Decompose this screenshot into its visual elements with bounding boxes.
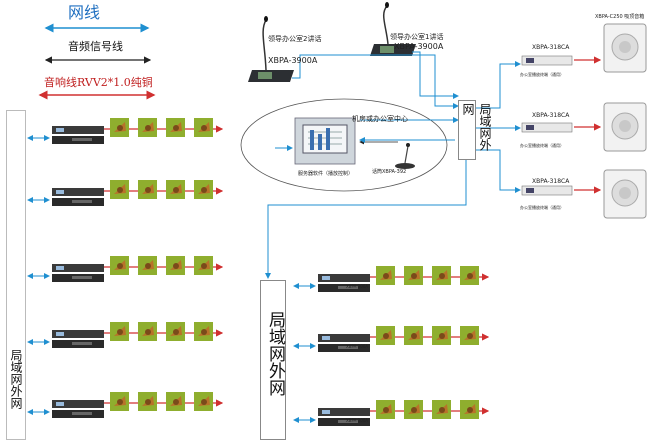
terminal2-model: XBPA-318CA xyxy=(532,112,570,119)
left-horn-speaker xyxy=(138,322,157,341)
mic-caption: 话筒XBPA-392 xyxy=(372,169,407,175)
left-zone-row xyxy=(27,392,224,418)
terminal-2 xyxy=(521,122,573,133)
right-horn-speaker xyxy=(376,400,395,419)
left-horn-speaker xyxy=(166,322,185,341)
right-horn-speaker xyxy=(404,266,423,285)
left-horn-speaker xyxy=(194,256,213,275)
terminal2-caption: 办公室播放终端（通用） xyxy=(520,143,564,148)
right-horn-speaker xyxy=(460,326,479,345)
lan-box-left-label: 局域网外网 xyxy=(9,349,23,409)
left-horn-speaker xyxy=(166,118,185,137)
right-horn-speaker xyxy=(460,400,479,419)
left-horn-speaker xyxy=(194,322,213,341)
right-horn-speaker xyxy=(432,266,451,285)
mic1-model: XBPA-3900A xyxy=(268,56,318,65)
terminal3-model: XBPA-318CA xyxy=(532,178,570,185)
left-horn-speaker xyxy=(194,118,213,137)
terminal1-model: XBPA-318CA xyxy=(532,44,570,51)
legend: 网线 音频信号线 音响线RVV2*1.0纯铜 xyxy=(38,3,156,100)
left-zone-row xyxy=(27,322,224,348)
left-horn-speaker xyxy=(110,118,129,137)
ceiling-speaker-label: XBPA-C250 吸顶音箱 xyxy=(595,14,645,20)
right-zone-row xyxy=(293,266,490,292)
left-horn-speaker xyxy=(194,180,213,199)
lan-box-center-label: 局域网外网 xyxy=(461,103,492,151)
left-horn-speaker xyxy=(194,392,213,411)
right-horn-speaker xyxy=(404,400,423,419)
left-horn-speaker xyxy=(166,256,185,275)
mic2-label: 领导办公室1讲话 xyxy=(390,33,444,41)
lan-box-left: 局域网外网 xyxy=(6,110,26,440)
server-caption: 服务器软件（播放控制） xyxy=(298,171,354,177)
right-zone-2-amp-label: XBPA-200A xyxy=(346,344,369,349)
left-zone-row xyxy=(27,256,224,282)
left-zone-group xyxy=(27,118,224,418)
ceiling-speaker-3 xyxy=(603,169,647,219)
left-horn-speaker xyxy=(138,118,157,137)
left-horn-speaker xyxy=(110,322,129,341)
right-zone-3-amp-label: XBPA-200A xyxy=(346,418,369,423)
ceiling-speaker-2 xyxy=(603,102,647,152)
right-zone-row xyxy=(293,326,490,352)
right-horn-speaker xyxy=(432,400,451,419)
right-horn-speaker xyxy=(460,266,479,285)
left-horn-speaker xyxy=(110,392,129,411)
mic-station-2 xyxy=(370,2,416,56)
legend-audio-label: 音频信号线 xyxy=(68,39,123,53)
right-horn-speaker xyxy=(376,326,395,345)
legend-network-label: 网线 xyxy=(68,3,100,22)
lan-box-lower-label: 局域网外网 xyxy=(265,311,285,396)
terminal3-caption: 办公室播放终端（通用） xyxy=(520,205,564,210)
terminal-1 xyxy=(521,55,573,66)
left-horn-speaker xyxy=(138,392,157,411)
left-horn-speaker xyxy=(166,180,185,199)
right-zone-1-amp-label: XBPA-200A xyxy=(346,284,369,289)
lan-box-center: 局域网外网 xyxy=(458,100,492,160)
legend-speaker-label: 音响线RVV2*1.0纯铜 xyxy=(44,75,153,89)
terminal-3 xyxy=(521,185,573,196)
right-horn-speaker xyxy=(404,326,423,345)
lan-box-lower: 局域网外网 xyxy=(260,280,286,440)
right-horn-speaker xyxy=(376,266,395,285)
server-unit xyxy=(294,117,356,165)
left-horn-speaker xyxy=(138,256,157,275)
left-horn-speaker xyxy=(110,180,129,199)
center-title: 机房或办公室中心 xyxy=(352,115,408,123)
right-zone-group xyxy=(293,266,490,426)
desk-mic xyxy=(395,143,415,169)
mic1-label: 领导办公室2讲话 xyxy=(268,35,322,43)
terminal1-caption: 办公室播放终端（通用） xyxy=(520,72,564,77)
left-horn-speaker xyxy=(110,256,129,275)
right-zone-row xyxy=(293,400,490,426)
left-horn-speaker xyxy=(166,392,185,411)
left-horn-speaker xyxy=(138,180,157,199)
right-horn-speaker xyxy=(432,326,451,345)
left-zone-row xyxy=(27,118,224,144)
control-center-ellipse xyxy=(240,98,448,192)
ceiling-speaker-1 xyxy=(603,23,647,73)
mic2-model: XBPA-3900A xyxy=(394,42,444,51)
mic-station-1 xyxy=(248,16,294,82)
left-zone-row xyxy=(27,180,224,206)
